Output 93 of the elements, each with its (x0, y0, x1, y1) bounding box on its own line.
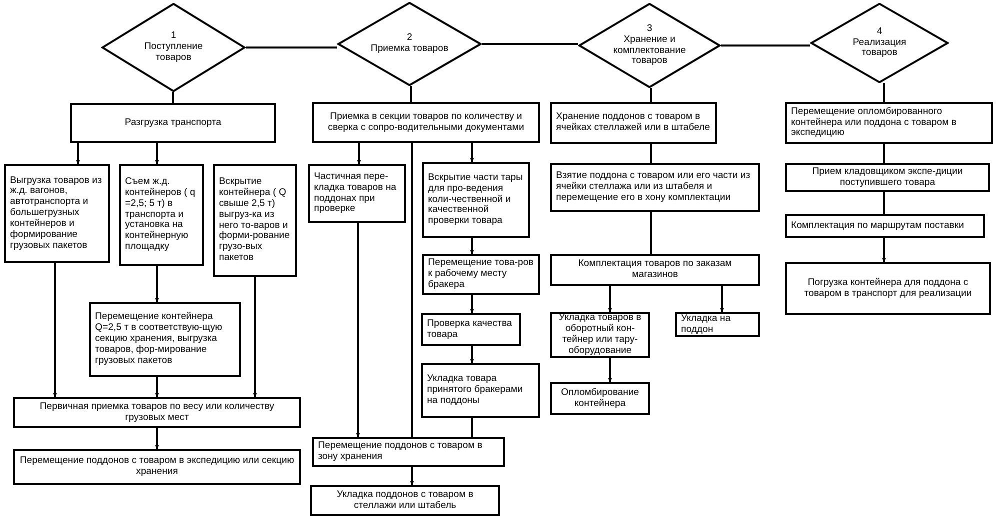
process-text: Укладка на поддон (681, 314, 732, 336)
process-box (422, 162, 530, 238)
process-text: Вскрытие контейнера ( Q свыше 2,5 т) выгруз-ка из него то-варов и форми-рование грузо-вых пакетов (219, 177, 291, 264)
process-box (550, 102, 717, 144)
connector-line (608, 286, 612, 312)
connector-line (721, 44, 810, 46)
decision-diamond (101, 3, 246, 92)
process-text: Хранение поддонов с товаром в ячейках стеллажей или в штабеле (556, 112, 711, 134)
process-box (785, 163, 990, 192)
connector-line (482, 43, 578, 45)
process-text: Комплектация товаров по заказам магазинов (577, 259, 733, 281)
process-text: Разгрузка транспорта (124, 118, 222, 128)
connector-line (470, 295, 474, 313)
process-box (310, 485, 500, 516)
process-box (312, 102, 540, 143)
process-text: Съем ж.д. контейнеров ( q =2,5; 5 т) в транспорта и установка на контейнерную площадку (125, 177, 196, 253)
connector-line (650, 144, 652, 163)
process-text: Перемещение контейнера Q=2,5 т в соответствую-щую секцию хранения, выгрузка товаров, фор-мирование грузовых пакетов (95, 312, 224, 367)
connector-line (357, 143, 361, 164)
process-text: Проверка качества товара (427, 318, 514, 340)
process-text: Укладка товара принятого бракерами на поддоны (427, 374, 524, 407)
process-box (312, 437, 505, 467)
process-text: Взятие поддона с товаром или его части из ячейки стеллажа или из штабеля и перемещение его в хону комплектации (556, 171, 752, 204)
connector-line (253, 277, 257, 397)
connector-line (155, 428, 159, 449)
stage-title: Поступление товаров (143, 42, 204, 64)
connector-line (76, 143, 80, 164)
process-box (13, 397, 301, 428)
decision-diamond (578, 3, 721, 88)
connector-line (410, 467, 414, 485)
process-box (550, 312, 650, 358)
stage-number: 2 (406, 33, 412, 44)
connector-line (883, 192, 885, 214)
connector-line (882, 238, 886, 262)
process-text: Опломбирование контейнера (560, 388, 640, 410)
connector-line (720, 286, 724, 312)
connector-line (172, 92, 174, 103)
process-text: Перемещение поддонов с товаром в зону хранения (318, 441, 484, 463)
stage-title: Хранение и комплектование товаров (612, 34, 687, 68)
process-box (675, 312, 760, 337)
process-text: Выгрузка товаров из ж.д. вагонов, автотранспорта и большегрузных контейнеров и формирование грузовых пакетов (10, 176, 103, 252)
process-text: Приемка в секции товаров по количеству и сверка с сопро-водительными документами (326, 112, 526, 134)
connector-line (470, 238, 474, 254)
decision-diamond (810, 3, 949, 83)
stage-number: 1 (170, 31, 176, 42)
connector-line (650, 88, 652, 102)
connector-line (608, 358, 612, 382)
connector-line (246, 46, 337, 48)
process-text: Перемещение поддонов с товаром в экспедицию или секцию хранения (19, 456, 295, 478)
stage-number: 3 (646, 24, 652, 35)
connector-line (356, 223, 360, 437)
connector-line (410, 86, 412, 102)
process-box (13, 449, 301, 485)
process-box (119, 164, 204, 266)
process-text: Перемещение опломбированного контейнера или поддона с товаром в экспедицию (791, 106, 958, 140)
connector-line (411, 143, 413, 437)
process-box (308, 164, 406, 223)
connector-line (471, 418, 473, 437)
process-box (213, 164, 297, 277)
process-text: Перемещение това-ров к рабочему месту бракера (428, 258, 534, 291)
stage-title: Реализация товаров (852, 38, 908, 60)
connector-line (53, 263, 57, 397)
decision-diamond (337, 2, 482, 86)
process-box (550, 163, 760, 212)
process-box (70, 103, 276, 143)
process-box (89, 302, 241, 377)
process-box (550, 254, 760, 286)
connector-line (470, 346, 474, 363)
process-text: Частичная пере-кладка товаров на поддонах при проверке (314, 172, 398, 216)
process-box (421, 313, 521, 346)
process-text: Укладка поддонов с товаром в стеллажи или штабель (336, 490, 474, 512)
process-box (422, 254, 540, 295)
process-box (4, 164, 110, 263)
process-text: Вскрытие части тары для про-ведения коли-чественной и качественной проверки товара (428, 172, 524, 228)
stage-number: 4 (876, 26, 882, 38)
stage-title: Приемка товаров (370, 44, 448, 55)
process-text: Первичная приемка товаров по весу или количеству грузовых мест (38, 402, 276, 424)
process-box (785, 102, 993, 144)
process-box (785, 262, 991, 315)
connector-line (650, 212, 652, 254)
process-box (550, 382, 650, 415)
connector-line (883, 83, 885, 102)
connector-line (155, 266, 159, 302)
process-text: Укладка товаров в оборотный кон-тейнер или тару-оборудование (558, 313, 642, 357)
process-text: Комплектация по маршрутам поставки (791, 220, 965, 232)
connector-line (470, 143, 474, 162)
connector-line (155, 377, 159, 397)
process-text: Погрузка контейнера для поддона с товаром в транспорт для реализации (803, 278, 973, 300)
process-box (785, 214, 985, 238)
process-box (421, 363, 540, 418)
connector-line (883, 144, 885, 163)
connector-line (155, 143, 159, 164)
process-text: Прием кладовщиком экспе-диции поступившего товара (811, 166, 964, 188)
